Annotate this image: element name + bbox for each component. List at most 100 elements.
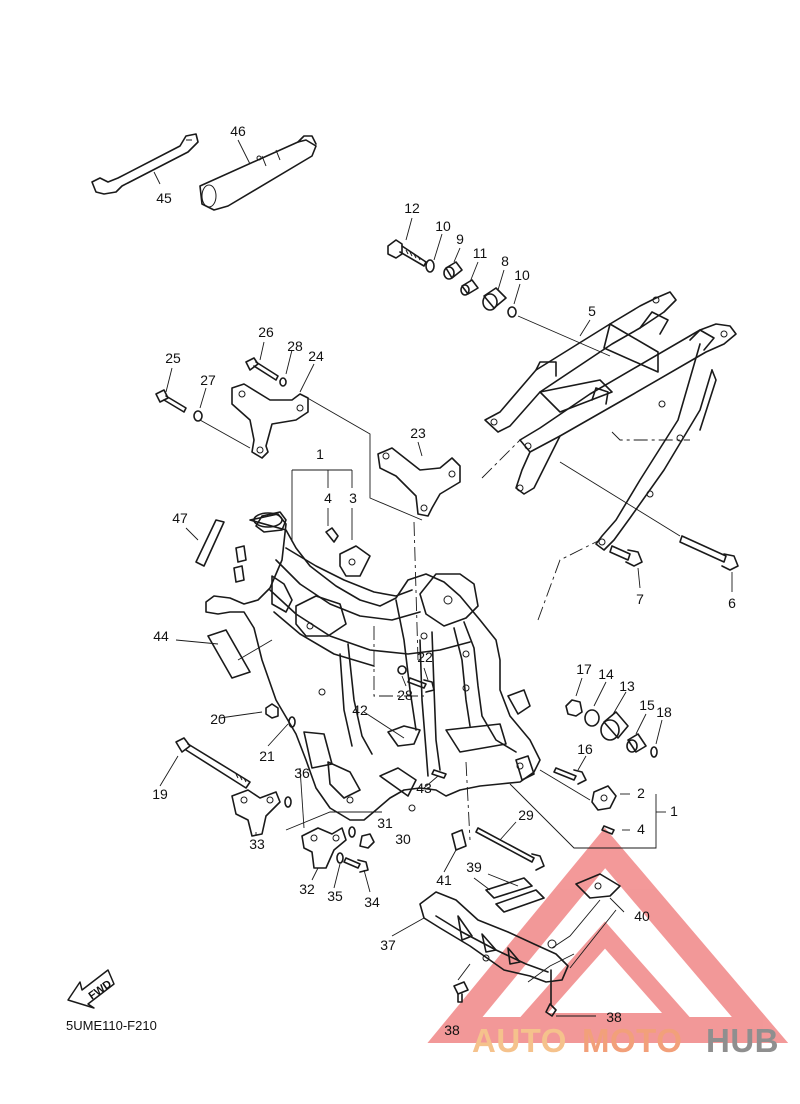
- callout-44: 44: [153, 628, 169, 644]
- rubber-damper: [451, 829, 467, 851]
- stud-bolt: [325, 527, 339, 543]
- nut: [265, 703, 279, 719]
- socket-wrench-tool: [199, 135, 317, 211]
- bushing-collar: [443, 261, 463, 280]
- frame-decal: [207, 629, 251, 679]
- callout-10: 10: [435, 218, 451, 234]
- mount-bolt: [407, 677, 435, 693]
- engine-bracket-upper: [231, 383, 309, 459]
- bushing: [482, 287, 507, 311]
- watermark-logo-text: AUTO MOTO HUB: [472, 1022, 779, 1059]
- callout-32: 32: [299, 881, 315, 897]
- washer: [397, 665, 407, 675]
- callout-40: 40: [634, 908, 650, 924]
- watermark-auto: AUTO: [472, 1022, 567, 1059]
- nut: [359, 833, 375, 849]
- callout-2: 2: [637, 785, 645, 801]
- pivot-bushing: [600, 711, 629, 741]
- washer: [279, 377, 287, 387]
- callout-21: 21: [259, 748, 275, 764]
- mount-plate: [339, 545, 371, 577]
- skid-plate-bolt: [545, 969, 557, 1017]
- rear-frame-bolt: [387, 239, 427, 267]
- callout-39: 39: [466, 859, 482, 875]
- long-bolt: [475, 827, 545, 871]
- callout-11: 11: [473, 245, 488, 261]
- callout-3: 3: [349, 490, 357, 506]
- callout-43: 43: [416, 780, 432, 796]
- through-bolt: [175, 737, 251, 789]
- callout-47: 47: [172, 510, 188, 526]
- callout-18: 18: [656, 704, 672, 720]
- callout-28: 28: [397, 687, 413, 703]
- watermark-logo-triangle: [427, 827, 789, 1043]
- pivot-washer-small: [650, 746, 658, 758]
- small-bolt: [431, 769, 447, 779]
- callout-23: 23: [410, 425, 426, 441]
- callout-26: 26: [258, 324, 274, 340]
- pivot-washer: [584, 709, 600, 727]
- callout-14: 14: [598, 666, 614, 682]
- lower-bracket-left: [231, 789, 281, 837]
- skid-plate-pad: [485, 877, 545, 913]
- stud-bolt: [601, 825, 615, 835]
- washer: [336, 852, 344, 864]
- washer: [425, 259, 435, 273]
- lower-bracket-right: [301, 827, 347, 869]
- callout-8: 8: [501, 253, 509, 269]
- engine-mount-plate: [591, 785, 617, 811]
- rear-subframe: [484, 291, 737, 551]
- callout-22: 22: [417, 649, 433, 665]
- diagram-code: 5UME110-F210: [66, 1018, 157, 1033]
- callout-17: 17: [576, 661, 592, 677]
- callout-41: 41: [436, 872, 452, 888]
- skid-plate-bolt: [453, 981, 469, 1003]
- callout-37: 37: [380, 937, 396, 953]
- spanner-tool: [91, 133, 199, 195]
- washer: [193, 410, 203, 422]
- watermark-hub: HUB: [706, 1022, 779, 1059]
- callout-4: 4: [637, 821, 645, 837]
- callout-19: 19: [152, 786, 168, 802]
- callout-9: 9: [456, 231, 464, 247]
- callout-13: 13: [619, 678, 635, 694]
- skid-plate-bracket: [575, 873, 621, 899]
- callout-7: 7: [636, 591, 644, 607]
- callout-30: 30: [395, 831, 411, 847]
- washer: [507, 306, 517, 318]
- washer: [284, 796, 292, 808]
- subframe-bolt-short: [609, 545, 643, 567]
- callout-10: 10: [514, 267, 530, 283]
- callout-28: 28: [287, 338, 303, 354]
- callout-20: 20: [210, 711, 226, 727]
- callout-1: 1: [670, 803, 678, 819]
- pivot-collar: [626, 733, 647, 753]
- callout-46: 46: [230, 123, 246, 139]
- washer: [288, 716, 296, 728]
- subframe-bolt-long: [679, 535, 739, 571]
- callout-45: 45: [156, 190, 172, 206]
- callout-38: 38: [444, 1022, 460, 1038]
- fwd-arrow-icon: [67, 969, 115, 1009]
- callout-38: 38: [606, 1009, 622, 1025]
- callout-labels: 46 45 12 10 9 11 8 10 5 26 28 24 25 27 2…: [152, 123, 736, 1038]
- washer: [348, 826, 356, 838]
- callout-15: 15: [639, 697, 655, 713]
- callout-27: 27: [200, 372, 216, 388]
- callout-4: 4: [324, 490, 332, 506]
- callout-33: 33: [249, 836, 265, 852]
- bracket-bolt: [553, 767, 587, 785]
- callout-6: 6: [728, 595, 736, 611]
- engine-bracket-middle: [377, 447, 461, 517]
- pivot-nut: [565, 699, 583, 717]
- callout-31: 31: [377, 815, 393, 831]
- callout-25: 25: [165, 350, 181, 366]
- collar: [460, 279, 479, 296]
- wire-clip: [387, 725, 421, 747]
- callout-16: 16: [577, 741, 593, 757]
- callout-12: 12: [404, 200, 420, 216]
- main-frame: [205, 511, 541, 821]
- callout-36: 36: [294, 765, 310, 781]
- callout-5: 5: [588, 303, 596, 319]
